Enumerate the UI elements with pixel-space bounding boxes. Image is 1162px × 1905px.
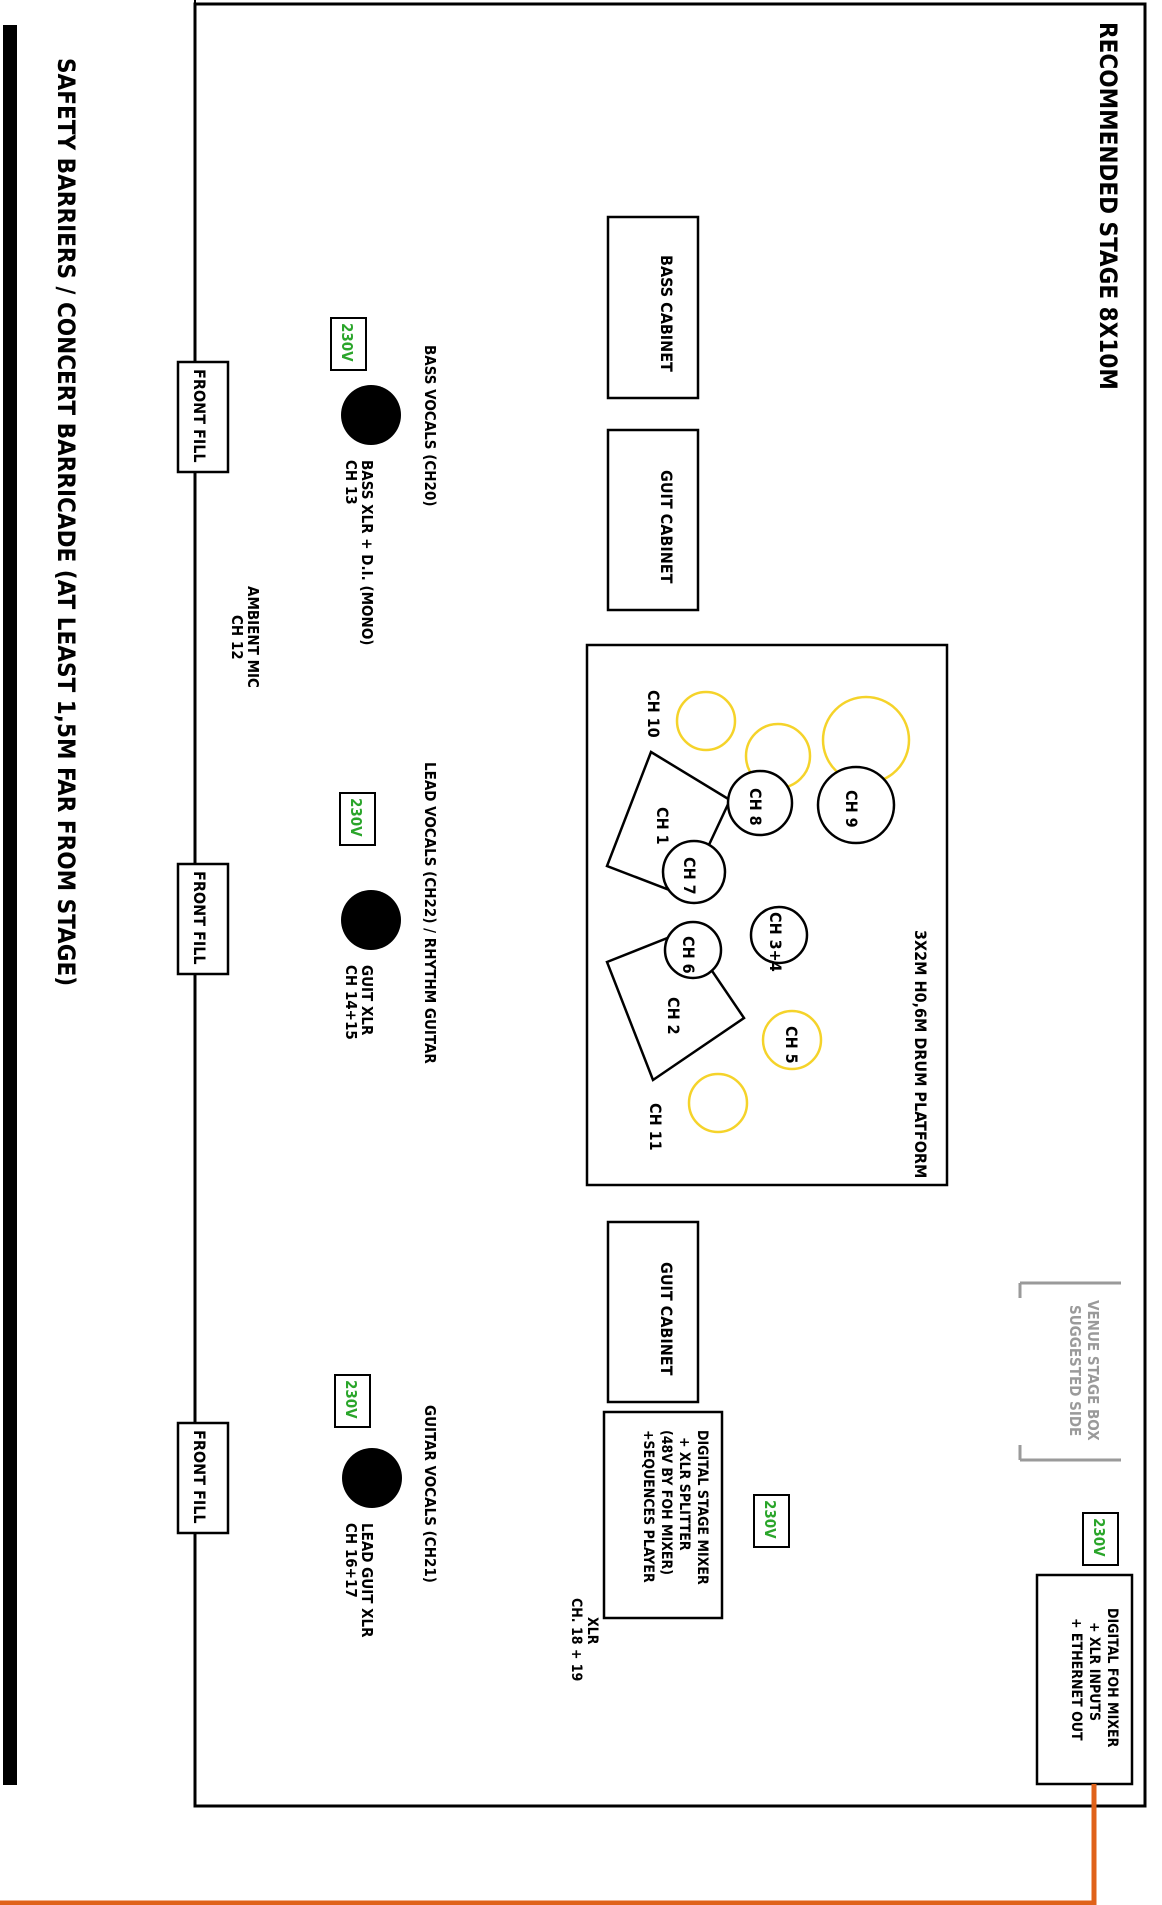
svg-text:BASS VOCALS (CH20): BASS VOCALS (CH20) — [421, 345, 439, 507]
svg-text:GUIT XLR: GUIT XLR — [358, 965, 376, 1036]
svg-text:CH 7: CH 7 — [680, 857, 699, 895]
bass-vocal-label: BASS VOCALS (CH20) — [421, 345, 439, 507]
drum-ch9 — [816, 765, 896, 845]
svg-text:GUIT CABINET: GUIT CABINET — [657, 470, 676, 584]
front-fill-1: FRONT FILL — [176, 360, 230, 474]
svg-text:(48V BY FOH MIXER): (48V BY FOH MIXER) — [658, 1430, 674, 1575]
lead-position-marker — [341, 890, 401, 950]
svg-text:CH 12: CH 12 — [228, 615, 246, 660]
svg-text:FRONT FILL: FRONT FILL — [190, 871, 209, 965]
svg-text:GUIT CABINET: GUIT CABINET — [657, 1262, 676, 1376]
drum-ch7 — [661, 839, 727, 905]
svg-text:SUGGESTED SIDE: SUGGESTED SIDE — [1066, 1305, 1084, 1436]
safety-barrier-text: SAFETY BARRIERS / CONCERT BARRICADE (AT … — [52, 58, 80, 986]
stage-title: RECOMMENDED STAGE 8X10M — [1094, 22, 1122, 390]
drum-ch3-4-label: CH 3+4 — [766, 912, 785, 972]
xlr-channels: XLR CH. 18 + 19 — [568, 1598, 600, 1681]
bass-input-label: BASS XLR + D.I. (MONO) CH 13 — [342, 460, 376, 645]
svg-text:CH 13: CH 13 — [342, 460, 360, 505]
svg-text:AMBIENT MIC: AMBIENT MIC — [244, 586, 262, 688]
cymbal-ch10-label: CH 10 — [644, 690, 663, 738]
power-badge-foh: 230V — [1082, 1512, 1119, 1566]
bass-cabinet: BASS CABINET — [606, 215, 700, 400]
foh-mixer-box: DIGITAL FOH MIXER + XLR INPUTS + ETHERNE… — [1035, 1573, 1134, 1786]
svg-text:DIGITAL STAGE MIXER: DIGITAL STAGE MIXER — [694, 1430, 710, 1585]
cymbal-ch5 — [761, 1009, 823, 1071]
svg-text:LEAD VOCALS (CH22) / RHYTHM GU: LEAD VOCALS (CH22) / RHYTHM GUITAR — [421, 762, 439, 1064]
cymbal-ch11 — [687, 1072, 749, 1134]
cymbal-ch10 — [675, 690, 737, 752]
drum-ch7-label: CH 7 — [680, 857, 699, 895]
guitar-vocal-label: GUITAR VOCALS (CH21) — [421, 1405, 439, 1583]
stage-mixer-box: DIGITAL STAGE MIXER + XLR SPLITTER (48V … — [602, 1410, 724, 1620]
stage-box-label: VENUE STAGE BOX SUGGESTED SIDE — [1066, 1300, 1102, 1441]
drum-platform — [585, 643, 949, 1187]
drum-ch8 — [726, 769, 794, 837]
stage-box-bracket — [1018, 1281, 1121, 1462]
svg-text:230V: 230V — [761, 1500, 779, 1539]
svg-text:RECOMMENDED STAGE 8X10M: RECOMMENDED STAGE 8X10M — [1094, 22, 1122, 390]
svg-text:BASS XLR + D.I. (MONO): BASS XLR + D.I. (MONO) — [358, 460, 376, 645]
power-badge-guitar: 230V — [334, 1374, 371, 1428]
power-badge-bass: 230V — [330, 317, 367, 371]
front-fill-2: FRONT FILL — [176, 862, 230, 976]
svg-text:VENUE STAGE BOX: VENUE STAGE BOX — [1084, 1300, 1102, 1441]
svg-text:CH 2: CH 2 — [664, 997, 683, 1035]
drum-ch6 — [663, 920, 723, 980]
lead-vocal-label: LEAD VOCALS (CH22) / RHYTHM GUITAR — [421, 762, 439, 1064]
svg-text:LEAD GUIT XLR: LEAD GUIT XLR — [358, 1523, 376, 1638]
svg-text:+ XLR SPLITTER: + XLR SPLITTER — [676, 1437, 692, 1551]
svg-text:3X2M H0,6M DRUM PLATFORM: 3X2M H0,6M DRUM PLATFORM — [911, 930, 930, 1178]
front-fill-3: FRONT FILL — [176, 1421, 230, 1535]
drum-ch6-label: CH 6 — [679, 936, 698, 974]
svg-text:CH 5: CH 5 — [782, 1026, 801, 1064]
kick-ch1-label: CH 1 — [653, 807, 672, 845]
bass-position-marker — [341, 385, 401, 445]
cymbal-ch5-label: CH 5 — [782, 1026, 801, 1064]
svg-text:CH 16+17: CH 16+17 — [342, 1523, 360, 1598]
svg-text:CH 8: CH 8 — [746, 788, 765, 826]
power-badge-stage-mixer: 230V — [753, 1494, 790, 1548]
svg-text:CH 14+15: CH 14+15 — [342, 965, 360, 1040]
svg-text:+ XLR INPUTS: + XLR INPUTS — [1086, 1622, 1102, 1721]
ambient-mic-label: AMBIENT MIC CH 12 — [228, 586, 262, 688]
safety-barrier-bar — [3, 25, 17, 1785]
guitar-input-label: LEAD GUIT XLR CH 16+17 — [342, 1523, 376, 1638]
svg-text:DIGITAL FOH MIXER: DIGITAL FOH MIXER — [1104, 1608, 1120, 1748]
svg-text:CH 1: CH 1 — [653, 807, 672, 845]
svg-text:SAFETY BARRIERS / CONCERT BARR: SAFETY BARRIERS / CONCERT BARRICADE (AT … — [52, 58, 80, 986]
guit-cabinet-left: GUIT CABINET — [606, 428, 700, 612]
svg-text:230V: 230V — [338, 323, 356, 362]
svg-text:+SEQUENCES PLAYER: +SEQUENCES PLAYER — [640, 1430, 656, 1583]
svg-text:BASS CABINET: BASS CABINET — [657, 255, 676, 372]
ethernet-cable — [0, 1784, 1097, 1905]
svg-text:230V: 230V — [347, 798, 365, 837]
svg-text:CH. 18 + 19: CH. 18 + 19 — [568, 1598, 584, 1681]
drum-platform-label: 3X2M H0,6M DRUM PLATFORM — [911, 930, 930, 1178]
svg-text:FRONT FILL: FRONT FILL — [190, 1430, 209, 1524]
guitar-position-marker — [342, 1448, 402, 1508]
guit-cabinet-right: GUIT CABINET — [606, 1220, 700, 1404]
drum-ch8-label: CH 8 — [746, 788, 765, 826]
svg-text:230V: 230V — [342, 1380, 360, 1419]
svg-text:CH 11: CH 11 — [646, 1103, 665, 1151]
svg-text:CH 3+4: CH 3+4 — [766, 912, 785, 972]
power-badge-lead: 230V — [339, 792, 376, 846]
kick-ch2-label: CH 2 — [664, 997, 683, 1035]
svg-text:CH 6: CH 6 — [679, 936, 698, 974]
cymbal-ch11-label: CH 11 — [646, 1103, 665, 1151]
lead-input-label: GUIT XLR CH 14+15 — [342, 965, 376, 1040]
svg-text:FRONT FILL: FRONT FILL — [190, 369, 209, 463]
svg-text:CH 10: CH 10 — [644, 690, 663, 738]
svg-text:XLR: XLR — [584, 1617, 600, 1645]
svg-text:GUITAR VOCALS (CH21): GUITAR VOCALS (CH21) — [421, 1405, 439, 1583]
svg-text:CH 9: CH 9 — [842, 790, 861, 828]
drum-ch9-label: CH 9 — [842, 790, 861, 828]
svg-text:+ ETHERNET OUT: + ETHERNET OUT — [1068, 1618, 1084, 1741]
svg-text:230V: 230V — [1090, 1518, 1108, 1557]
drum-ch3-4 — [749, 905, 809, 965]
